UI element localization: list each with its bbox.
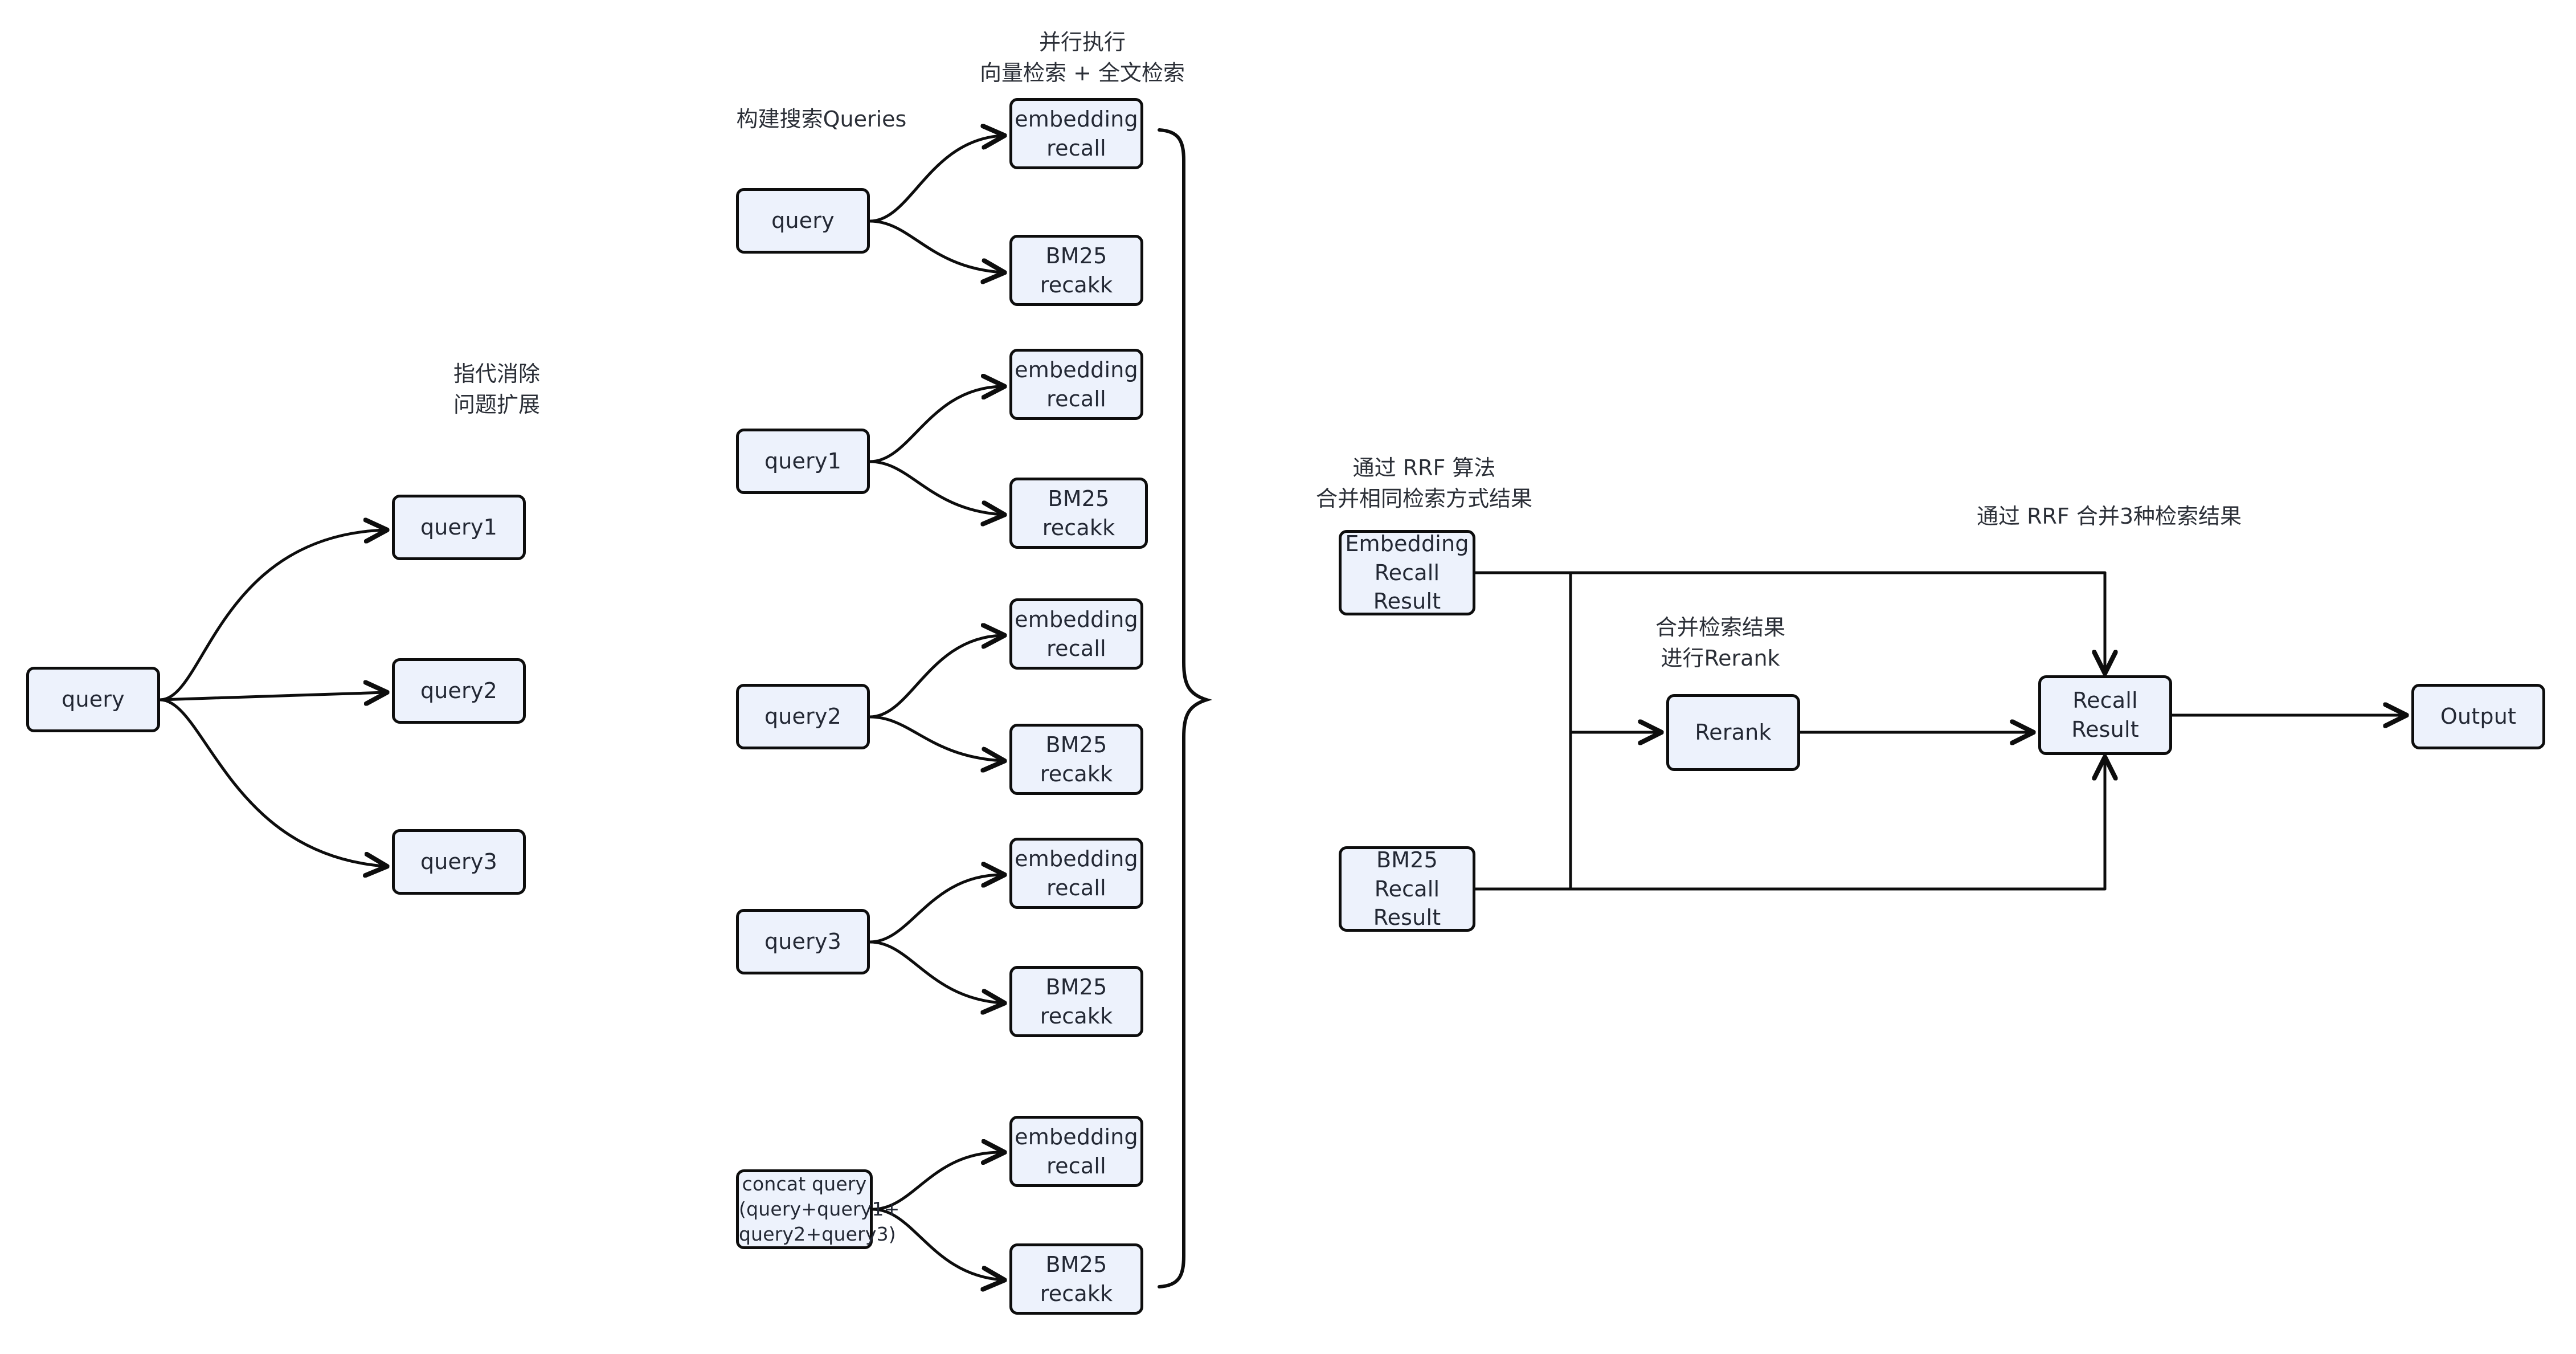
node-label: Rerank bbox=[1695, 720, 1772, 745]
node-label: Embedding Recall Result bbox=[1345, 531, 1469, 614]
node-label: embedding recall bbox=[1015, 1124, 1138, 1178]
node-bm25-recall-1[interactable]: BM25 recakk bbox=[1009, 235, 1143, 306]
annotation-rrf-three-results: 通过 RRF 合并3种检索结果 bbox=[1977, 504, 2242, 529]
node-label: query bbox=[771, 208, 835, 234]
node-label: query1 bbox=[764, 448, 842, 474]
node-concat-query[interactable]: concat query (query+query1+ query2+query… bbox=[736, 1169, 900, 1249]
node-label: embedding recall bbox=[1015, 106, 1138, 161]
annotation-coref-expansion: 指代消除 问题扩展 bbox=[453, 361, 540, 417]
node-label: query3 bbox=[764, 929, 842, 955]
node-label: BM25 Recall Result bbox=[1373, 847, 1441, 931]
node-query-root[interactable]: query bbox=[26, 667, 160, 732]
node-label: query2 bbox=[420, 678, 498, 704]
node-embedding-recall-4[interactable]: embedding recall bbox=[1009, 838, 1143, 909]
node-label: BM25 recakk bbox=[1040, 974, 1113, 1029]
node-query1-mid[interactable]: query1 bbox=[736, 429, 870, 494]
node-label: BM25 recakk bbox=[1040, 243, 1113, 297]
node-label: query1 bbox=[420, 515, 498, 540]
node-query2-mid[interactable]: query2 bbox=[736, 684, 870, 749]
node-label: query2 bbox=[764, 704, 842, 729]
node-rerank[interactable]: Rerank bbox=[1666, 694, 1800, 771]
node-label: Recall Result bbox=[2071, 688, 2139, 742]
annotation-build-queries: 构建搜索Queries bbox=[736, 107, 907, 132]
node-query3-left[interactable]: query3 bbox=[392, 829, 526, 895]
node-query2-left[interactable]: query2 bbox=[392, 658, 526, 724]
node-bm25-recall-4[interactable]: BM25 recakk bbox=[1009, 966, 1143, 1037]
node-query1-left[interactable]: query1 bbox=[392, 495, 526, 560]
annotation-rrf-same-method: 通过 RRF 算法 合并相同检索方式结果 bbox=[1315, 455, 1532, 511]
node-label: query3 bbox=[420, 849, 498, 875]
node-label: BM25 recakk bbox=[1042, 486, 1115, 540]
node-label: embedding recall bbox=[1015, 357, 1138, 411]
node-query-mid[interactable]: query bbox=[736, 188, 870, 254]
node-embedding-recall-2[interactable]: embedding recall bbox=[1009, 349, 1143, 420]
node-output[interactable]: Output bbox=[2411, 684, 2545, 749]
node-embedding-recall-3[interactable]: embedding recall bbox=[1009, 598, 1143, 670]
node-label: embedding recall bbox=[1015, 606, 1138, 661]
node-embedding-recall-result[interactable]: Embedding Recall Result bbox=[1339, 530, 1475, 615]
node-label: query bbox=[62, 687, 125, 712]
node-embedding-recall-5[interactable]: embedding recall bbox=[1009, 1116, 1143, 1187]
node-label: Output bbox=[2440, 704, 2517, 729]
node-label: BM25 recakk bbox=[1040, 1251, 1113, 1306]
node-recall-result[interactable]: Recall Result bbox=[2038, 675, 2172, 755]
node-label: BM25 recakk bbox=[1040, 732, 1113, 786]
node-label: embedding recall bbox=[1015, 846, 1138, 900]
node-query3-mid[interactable]: query3 bbox=[736, 909, 870, 974]
node-label: concat query (query+query1+ query2+query… bbox=[739, 1173, 900, 1245]
node-bm25-recall-3[interactable]: BM25 recakk bbox=[1009, 724, 1143, 795]
node-bm25-recall-5[interactable]: BM25 recakk bbox=[1009, 1243, 1143, 1315]
annotation-parallel-search: 并行执行 向量检索 + 全文检索 bbox=[980, 30, 1185, 85]
annotation-merge-rerank: 合并检索结果 进行Rerank bbox=[1655, 615, 1785, 671]
node-bm25-recall-result[interactable]: BM25 Recall Result bbox=[1339, 846, 1475, 932]
node-bm25-recall-2[interactable]: BM25 recakk bbox=[1009, 478, 1148, 549]
node-embedding-recall-1[interactable]: embedding recall bbox=[1009, 98, 1143, 169]
